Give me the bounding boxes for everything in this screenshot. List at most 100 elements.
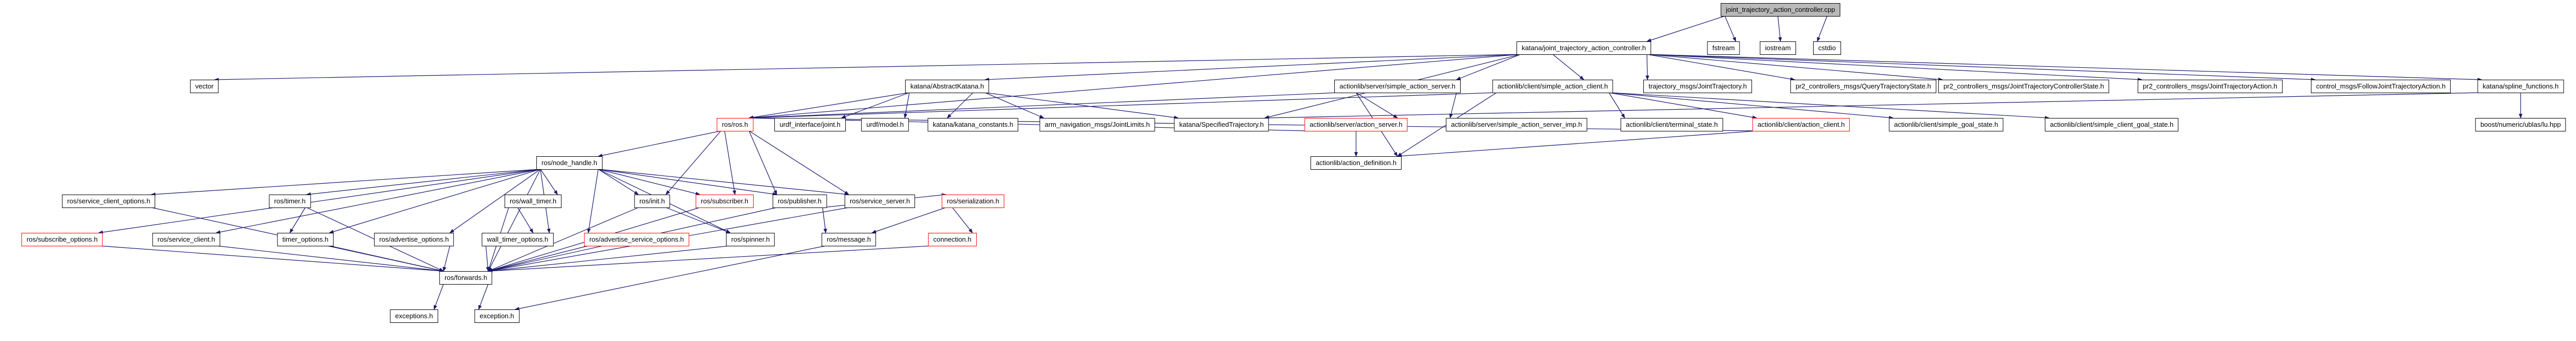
include-edge-node_handle-to-sco xyxy=(151,169,541,196)
graph-node-lu_hpp: boost/numeric/ublas/lu.hpp xyxy=(2475,118,2566,131)
graph-node-spline[interactable]: katana/spline_functions.h xyxy=(2477,80,2564,93)
include-edge-jtac_h-to-vector xyxy=(214,54,1521,82)
graph-node-service_client[interactable]: ros/service_client.h xyxy=(152,233,220,246)
graph-node-terminal_state[interactable]: actionlib/client/terminal_state.h xyxy=(1621,118,1723,131)
include-edge-publisher-to-message xyxy=(822,207,827,233)
include-edge-jtac_h-to-abstract_katana xyxy=(984,54,1521,82)
graph-node-forwards[interactable]: ros/forwards.h xyxy=(439,271,493,285)
graph-node-wall_timer_options[interactable]: wall_timer_options.h xyxy=(481,233,554,246)
include-edge-node_handle-to-publisher xyxy=(598,169,777,196)
graph-node-ros_h[interactable]: ros/ros.h xyxy=(716,118,754,131)
graph-node-jt_msg[interactable]: trajectory_msgs/JointTrajectory.h xyxy=(1643,80,1753,93)
graph-node-jtac_h[interactable]: katana/joint_trajectory_action_controlle… xyxy=(1517,41,1651,55)
graph-node-abstract_katana[interactable]: katana/AbstractKatana.h xyxy=(905,80,990,93)
graph-node-cstdio: cstdio xyxy=(1813,41,1841,55)
include-edge-root-to-iostream xyxy=(1777,16,1782,42)
graph-node-action_client[interactable]: actionlib/client/action_client.h xyxy=(1752,118,1850,131)
include-edge-node_handle-to-init xyxy=(598,169,639,195)
include-edge-jtac_h-to-simple_action_client xyxy=(1552,54,1584,80)
include-edge-forwards-to-exceptions2 xyxy=(478,284,489,310)
graph-node-message[interactable]: ros/message.h xyxy=(821,233,876,246)
include-edge-simple_action_client-to-terminal_state xyxy=(1609,92,1625,118)
include-edge-init-to-forwards xyxy=(488,207,639,272)
include-edge-subscribe_options-to-forwards xyxy=(98,245,444,273)
graph-node-simple_action_client[interactable]: actionlib/client/simple_action_client.h xyxy=(1492,80,1613,93)
graph-node-connection[interactable]: connection.h xyxy=(928,233,977,246)
include-edge-abstract_katana-to-urdf_model xyxy=(904,92,910,118)
graph-node-timer_options[interactable]: timer_options.h xyxy=(277,233,334,246)
include-edge-simple_action_server-to-ros_h xyxy=(748,92,1339,120)
include-edge-simple_action_client-to-simple_client_goal_state xyxy=(1609,92,2050,120)
graph-node-katana_constants[interactable]: katana/katana_constants.h xyxy=(928,118,1019,131)
include-edge-advertise_options-to-forwards xyxy=(443,245,450,272)
include-edge-root-to-fstream xyxy=(1724,16,1736,42)
include-edge-abstract_katana-to-ros_h xyxy=(748,92,909,120)
graph-node-publisher[interactable]: ros/publisher.h xyxy=(772,195,827,208)
graph-node-advertise_options[interactable]: ros/advertise_options.h xyxy=(374,233,454,246)
graph-node-urdf_joint[interactable]: urdf_interface/joint.h xyxy=(774,118,846,131)
include-edge-wall_timer_options-to-forwards xyxy=(485,245,490,272)
graph-node-wall_timer[interactable]: ros/wall_timer.h xyxy=(504,195,562,208)
graph-node-follow_jt_action[interactable]: control_msgs/FollowJointTrajectoryAction… xyxy=(2310,80,2451,93)
include-edge-ros_h-to-subscriber xyxy=(724,130,737,195)
graph-node-jtc_state[interactable]: pr2_controllers_msgs/JointTrajectoryCont… xyxy=(1938,80,2110,93)
graph-node-serialization[interactable]: ros/serialization.h xyxy=(941,195,1005,208)
graph-node-init[interactable]: ros/init.h xyxy=(634,195,670,208)
include-edge-node_handle-to-forwards xyxy=(488,169,541,272)
include-edge-abstract_katana-to-katana_constants xyxy=(947,92,974,118)
graph-node-subscribe_options[interactable]: ros/subscribe_options.h xyxy=(21,233,103,246)
graph-node-action_server[interactable]: actionlib/server/action_server.h xyxy=(1304,118,1408,131)
include-edge-wall_timer-to-wall_timer_options xyxy=(517,207,534,233)
graph-node-query_ts[interactable]: pr2_controllers_msgs/QueryTrajectoryStat… xyxy=(1790,80,1936,93)
graph-node-vector: vector xyxy=(190,80,219,93)
graph-node-simple_client_goal_state[interactable]: actionlib/client/simple_client_goal_stat… xyxy=(2044,118,2179,131)
include-edge-abstract_katana-to-joint_limits xyxy=(984,92,1044,118)
include-edge-ros_h-to-publisher xyxy=(748,130,777,195)
graph-node-subscriber[interactable]: ros/subscriber.h xyxy=(696,195,754,208)
graph-node-action_def[interactable]: actionlib/action_definition.h xyxy=(1310,156,1402,170)
graph-node-joint_limits[interactable]: arm_navigation_msgs/JointLimits.h xyxy=(1039,118,1155,131)
include-edge-root-to-jtac_h xyxy=(1646,16,1725,42)
include-edge-jtac_h-to-jt_action xyxy=(1646,54,2143,82)
include-edge-jtac_h-to-follow_jt_action xyxy=(1646,54,2316,82)
graph-node-service_server[interactable]: ros/service_server.h xyxy=(844,195,916,208)
graph-node-node_handle[interactable]: ros/node_handle.h xyxy=(536,156,602,170)
include-edge-init-to-spinner xyxy=(666,207,731,233)
include-edge-timer-to-timer_options xyxy=(289,207,306,233)
graph-node-exceptions1[interactable]: exceptions.h xyxy=(390,309,438,323)
include-edge-action_client-to-action_def xyxy=(1397,130,1757,158)
graph-node-sco[interactable]: ros/service_client_options.h xyxy=(62,195,156,208)
include-edge-node_handle-to-subscriber xyxy=(598,169,701,196)
graph-node-urdf_model[interactable]: urdf/model.h xyxy=(861,118,909,131)
include-edge-abstract_katana-to-spec_traj xyxy=(985,92,1179,120)
include-edge-timer_options-to-forwards xyxy=(329,245,444,272)
graph-node-iostream: iostream xyxy=(1760,41,1796,55)
graph-node-sas_imp[interactable]: actionlib/server/simple_action_server_im… xyxy=(1446,118,1587,131)
include-edge-jtac_h-to-ros_h xyxy=(748,54,1521,120)
include-edge-service_client-to-forwards xyxy=(216,245,444,273)
include-edge-serialization-to-connection xyxy=(952,207,973,233)
graph-node-simple_goal_state[interactable]: actionlib/client/simple_goal_state.h xyxy=(1889,118,2004,131)
graph-node-aso[interactable]: ros/advertise_service_options.h xyxy=(584,233,689,246)
include-edge-node_handle-to-service_server xyxy=(598,169,849,196)
include-edge-simple_action_client-to-ros_h xyxy=(748,92,1497,120)
include-edge-jtac_h-to-jtc_state xyxy=(1646,54,1943,81)
include-edge-ros_h-to-node_handle xyxy=(597,130,721,157)
graph-node-root: joint_trajectory_action_controller.cpp xyxy=(1720,3,1841,17)
graph-node-simple_action_server[interactable]: actionlib/server/simple_action_server.h xyxy=(1334,80,1461,93)
graph-node-spec_traj[interactable]: katana/SpecifiedTrajectory.h xyxy=(1174,118,1269,131)
graph-node-fstream: fstream xyxy=(1707,41,1740,55)
graph-node-exceptions2[interactable]: exception.h xyxy=(474,309,520,323)
include-edge-aso-to-forwards xyxy=(488,245,588,272)
graph-node-spinner[interactable]: ros/spinner.h xyxy=(726,233,775,246)
graph-node-timer[interactable]: ros/timer.h xyxy=(269,195,311,208)
include-edge-simple_action_server-to-sas_imp xyxy=(1449,92,1457,118)
include-edge-forwards-to-exceptions1 xyxy=(433,284,444,310)
include-edge-root-to-cstdio xyxy=(1817,16,1828,42)
include-edge-node_handle-to-aso xyxy=(587,169,599,233)
graph-node-jt_action[interactable]: pr2_controllers_msgs/JointTrajectoryActi… xyxy=(2138,80,2283,93)
include-edge-node_handle-to-subscribe_options xyxy=(98,169,541,234)
include-edge-spinner-to-forwards xyxy=(488,245,730,273)
include-edge-node_handle-to-timer xyxy=(306,169,541,196)
